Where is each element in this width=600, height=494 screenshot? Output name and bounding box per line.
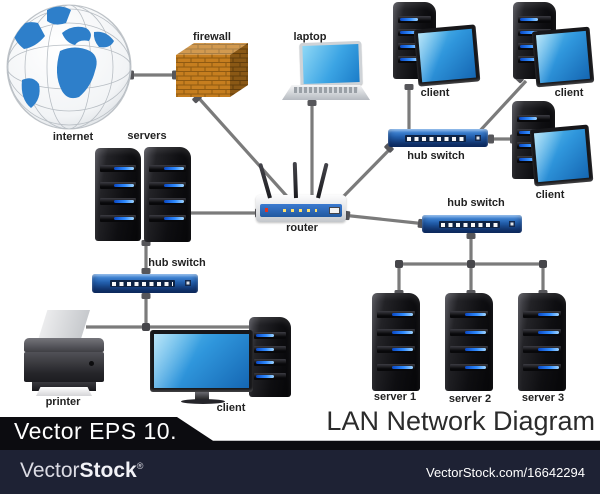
drive-bay bbox=[450, 363, 488, 371]
drive-bay bbox=[149, 181, 186, 189]
label-hub-switch-top: hub switch bbox=[407, 150, 465, 162]
label-hub-switch-right: hub switch bbox=[447, 197, 505, 209]
printer-paper-sheet bbox=[36, 387, 92, 396]
monitor-screen bbox=[154, 334, 249, 388]
label-server-1: server 1 bbox=[373, 391, 417, 403]
drive-bay bbox=[517, 115, 550, 123]
server-tower bbox=[518, 293, 566, 391]
footer-bar: VectorStock® VectorStock.com/16642294 bbox=[0, 450, 600, 494]
switch-uplink-port bbox=[184, 280, 191, 286]
server-tower bbox=[372, 293, 420, 391]
label-firewall: firewall bbox=[193, 31, 231, 43]
drive-bay bbox=[450, 328, 488, 336]
label-client-3: client bbox=[535, 189, 565, 201]
registered-mark: ® bbox=[136, 461, 144, 471]
hub-switch-device bbox=[388, 129, 488, 147]
laptop-keyboard-base bbox=[282, 85, 370, 100]
router-status-leds bbox=[283, 209, 318, 212]
drive-bay bbox=[450, 311, 488, 319]
switch-ports bbox=[405, 135, 466, 142]
label-laptop: laptop bbox=[293, 31, 327, 43]
client-tower bbox=[249, 317, 291, 397]
drive-bay bbox=[523, 328, 561, 336]
router-device bbox=[256, 161, 346, 222]
drive-bay bbox=[523, 363, 561, 371]
drive-bay bbox=[254, 373, 286, 381]
label-client-2: client bbox=[554, 87, 584, 99]
client-monitor bbox=[150, 330, 253, 392]
monitor-screen bbox=[536, 30, 590, 84]
drive-bay bbox=[100, 198, 136, 206]
label-client-bottom: client bbox=[216, 402, 246, 414]
printer-power-button bbox=[89, 361, 94, 366]
switch-uplink-port bbox=[475, 135, 481, 141]
label-printer: printer bbox=[45, 396, 81, 408]
drive-bay bbox=[254, 359, 286, 367]
brand-regular: Vector bbox=[20, 459, 80, 482]
printer-output-tray bbox=[32, 382, 96, 391]
monitor-stand bbox=[195, 392, 209, 400]
label-hub-switch-left: hub switch bbox=[148, 257, 206, 269]
label-internet: internet bbox=[52, 131, 94, 143]
label-server-2: server 2 bbox=[448, 393, 492, 405]
drive-bay bbox=[100, 214, 136, 222]
drive-bay bbox=[149, 215, 186, 223]
drive-bay bbox=[377, 328, 415, 336]
router-antenna bbox=[316, 162, 329, 199]
label-client-1: client bbox=[420, 87, 450, 99]
server-tower bbox=[445, 293, 493, 391]
printer-body bbox=[24, 352, 104, 382]
client-monitor bbox=[531, 26, 595, 88]
drive-bay bbox=[523, 311, 561, 319]
label-router: router bbox=[286, 222, 318, 234]
drive-bay bbox=[523, 346, 561, 354]
client-monitor bbox=[529, 124, 594, 187]
vectorstock-logo: VectorStock® bbox=[20, 459, 143, 483]
drive-bay bbox=[149, 198, 186, 206]
diagram-title: LAN Network Diagram bbox=[326, 406, 595, 436]
server-tower bbox=[95, 148, 141, 241]
firewall-device bbox=[176, 43, 248, 97]
drive-bay bbox=[100, 181, 136, 189]
client-monitor bbox=[413, 24, 481, 87]
printer-paper-tray bbox=[38, 310, 90, 340]
label-servers: servers bbox=[127, 130, 167, 142]
drive-bay bbox=[149, 164, 186, 172]
brand-bold: Stock bbox=[79, 459, 137, 482]
drive-bay bbox=[254, 331, 286, 339]
router-port bbox=[329, 207, 340, 214]
hub-switch-device bbox=[422, 215, 522, 233]
drive-bay bbox=[377, 346, 415, 354]
drive-bay bbox=[254, 345, 286, 353]
globe-internet-icon bbox=[6, 4, 132, 130]
laptop-keys bbox=[294, 87, 358, 93]
laptop-screen bbox=[299, 40, 363, 88]
label-server-3: server 3 bbox=[521, 392, 565, 404]
drive-bay bbox=[398, 16, 431, 24]
printer-device bbox=[22, 310, 107, 398]
router-antenna bbox=[258, 162, 272, 199]
switch-ports bbox=[110, 280, 175, 287]
printer-top-cover bbox=[24, 338, 104, 352]
router-antenna bbox=[292, 161, 298, 199]
drive-bay bbox=[377, 363, 415, 371]
laptop-screen-glass bbox=[302, 44, 360, 84]
switch-uplink-port bbox=[509, 221, 515, 227]
server-tower bbox=[144, 147, 191, 242]
drive-bay bbox=[398, 55, 431, 63]
drive-bay bbox=[100, 165, 136, 173]
monitor-base bbox=[181, 399, 225, 404]
watermark-url: VectorStock.com/16642294 bbox=[426, 465, 585, 480]
router-power-led bbox=[265, 208, 268, 212]
drive-bay bbox=[450, 346, 488, 354]
monitor-screen bbox=[417, 28, 477, 83]
monitor-screen bbox=[533, 128, 590, 183]
hub-switch-device bbox=[92, 274, 198, 293]
switch-ports bbox=[439, 221, 500, 228]
eps-badge-text: Vector EPS 10. bbox=[14, 418, 177, 444]
drive-bay bbox=[518, 16, 551, 24]
drive-bay bbox=[377, 311, 415, 319]
laptop-device bbox=[282, 40, 370, 102]
